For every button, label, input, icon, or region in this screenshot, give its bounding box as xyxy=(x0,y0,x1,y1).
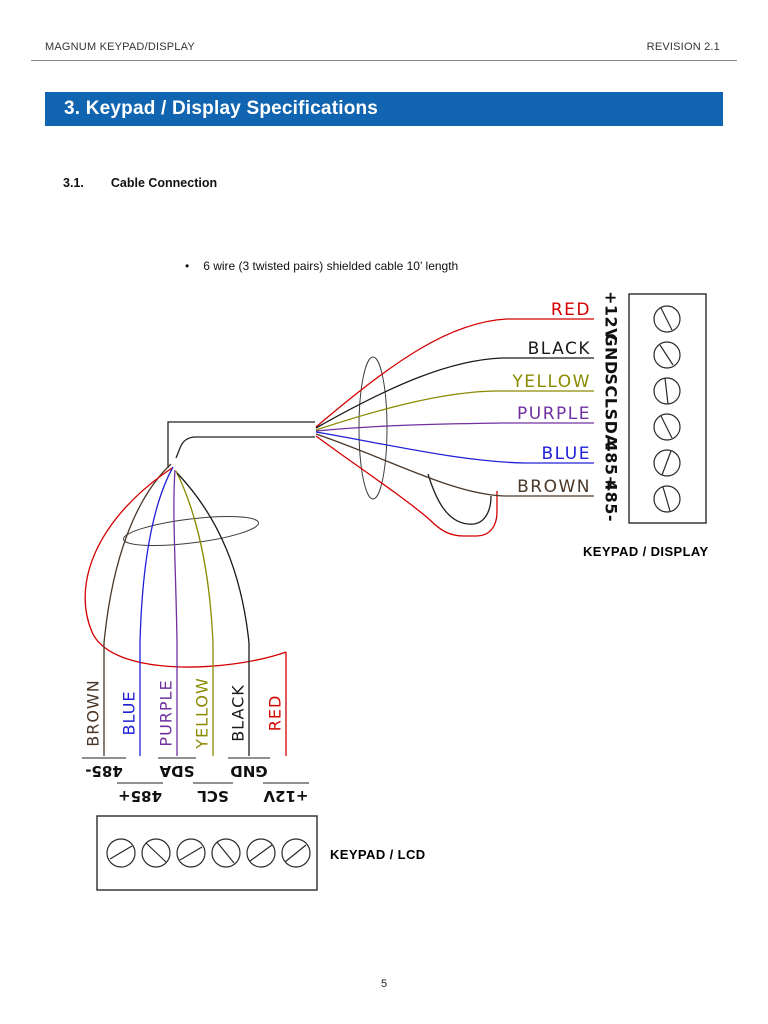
screw-head-icon xyxy=(653,377,681,405)
display-terminal-label-scl: SCL xyxy=(602,374,621,409)
wire-blue-fan xyxy=(139,466,174,644)
screw-head-icon xyxy=(653,413,681,441)
screw-slot-icon xyxy=(284,844,307,863)
header-divider xyxy=(31,60,737,61)
wire-brown-path xyxy=(315,433,505,497)
lcd-terminal-label-sda: SDA xyxy=(159,762,194,780)
screw-head-icon xyxy=(653,449,681,477)
lcd-connector-label: KEYPAD / LCD xyxy=(330,847,426,862)
display-terminal-block xyxy=(628,293,707,524)
screw-head-icon xyxy=(653,485,681,513)
wire-brown-fan xyxy=(103,463,172,644)
wire-label-blue: BLUE xyxy=(542,444,591,464)
section-banner: 3. Keypad / Display Specifications xyxy=(45,92,723,126)
wire-black-fan xyxy=(176,472,250,644)
document-header-left: MAGNUM KEYPAD/DISPLAY xyxy=(45,41,195,53)
wire-yellow-fan xyxy=(175,470,214,644)
screw-slot-icon xyxy=(659,344,674,366)
screw-head-icon xyxy=(106,838,136,868)
display-terminal-label-485m: 485- xyxy=(602,480,621,522)
lcd-wire-label-brown: BROWN xyxy=(84,679,103,746)
screw-head-icon xyxy=(141,838,171,868)
subsection-number: 3.1. xyxy=(63,176,84,190)
lcd-terminal-block xyxy=(96,815,318,891)
wire-black-path xyxy=(315,357,503,429)
wire-purple-fan xyxy=(173,469,178,644)
lcd-wire-label-red: RED xyxy=(266,695,285,732)
page-number: 5 xyxy=(380,978,388,990)
wire-purple-path xyxy=(315,422,502,432)
cable-loop-outline xyxy=(427,473,492,525)
screw-slot-icon xyxy=(216,841,235,864)
wire-red-path xyxy=(315,318,508,428)
screw-slot-icon xyxy=(661,450,672,476)
screw-head-icon xyxy=(653,341,681,369)
screw-slot-icon xyxy=(664,377,669,405)
wire-label-black: BLACK xyxy=(528,339,591,359)
lcd-terminal-label-485p: 485+ xyxy=(118,787,162,805)
wire-label-brown: BROWN xyxy=(517,477,591,497)
wire-label-yellow: YELLOW xyxy=(511,372,591,392)
lcd-terminal-label-gnd: GND xyxy=(230,762,267,780)
screw-head-icon xyxy=(281,838,311,868)
subsection-title: Cable Connection xyxy=(110,176,218,190)
screw-slot-icon xyxy=(660,307,673,331)
screw-slot-icon xyxy=(145,842,167,863)
lcd-terminal-label-scl: SCL xyxy=(197,787,229,805)
screw-head-icon xyxy=(176,838,206,868)
wire-blue-path xyxy=(315,431,527,464)
bullet-item: • 6 wire (3 twisted pairs) shielded cabl… xyxy=(185,259,458,274)
screw-slot-icon xyxy=(109,845,133,860)
display-connector-label: KEYPAD / DISPLAY xyxy=(583,544,709,559)
display-terminal-label-485p: 485+ xyxy=(602,441,621,490)
screw-slot-icon xyxy=(660,415,673,439)
screw-slot-icon xyxy=(179,846,203,861)
lcd-wire-label-black: BLACK xyxy=(229,684,248,742)
cable-trunk-inner xyxy=(175,436,315,459)
bullet-marker: • xyxy=(185,259,190,273)
section-banner-title: 3. Keypad / Display Specifications xyxy=(64,98,379,119)
wire-label-purple: PURPLE xyxy=(517,404,591,424)
display-terminal-label-sda: SDA xyxy=(602,409,621,448)
wire-yellow-path xyxy=(315,390,495,431)
lcd-wire-label-yellow: YELLOW xyxy=(193,677,212,750)
screw-head-icon xyxy=(246,838,276,868)
lcd-wire-label-purple: PURPLE xyxy=(157,679,176,746)
subsection-heading: 3.1. Cable Connection xyxy=(63,176,217,190)
screw-head-icon xyxy=(211,838,241,868)
wire-red-fan xyxy=(84,467,287,668)
lcd-terminal-label-12v: +12V xyxy=(263,787,308,805)
display-terminal-label-12v: +12V xyxy=(602,291,621,341)
bullet-text: 6 wire (3 twisted pairs) shielded cable … xyxy=(203,259,459,273)
wire-label-red: RED xyxy=(551,300,591,320)
display-terminal-label-gnd: GND xyxy=(602,333,621,374)
screw-head-icon xyxy=(653,305,681,333)
wire-red-loop xyxy=(315,435,498,537)
twisted-pair-ellipse-horizontal xyxy=(122,515,260,547)
lcd-terminal-label-485m: 485- xyxy=(85,762,123,780)
cable-trunk-outline xyxy=(167,421,315,468)
screw-slot-icon xyxy=(249,844,273,862)
screw-slot-icon xyxy=(662,486,671,512)
lcd-wire-label-blue: BLUE xyxy=(120,691,139,736)
document-header-right: REVISION 2.1 xyxy=(646,41,720,53)
